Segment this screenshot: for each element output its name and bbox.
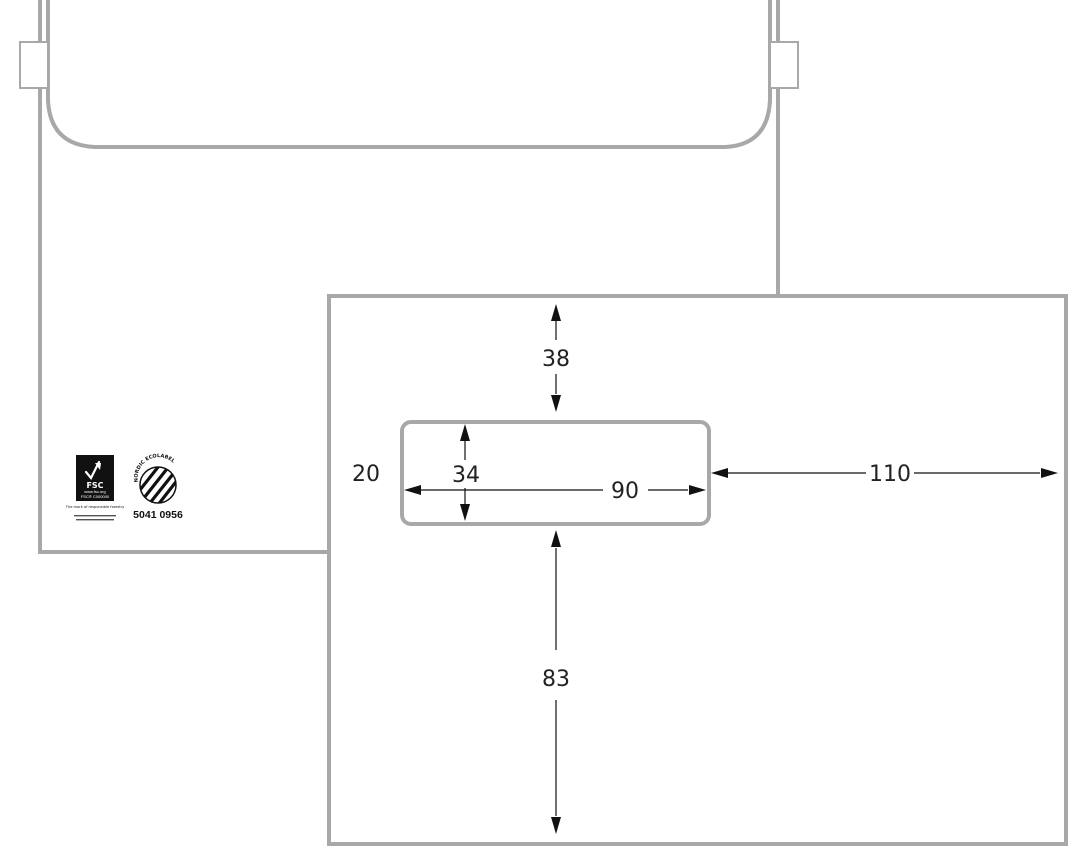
fsc-fine-print	[76, 519, 114, 521]
fsc-fine-print	[74, 515, 116, 517]
arrowhead	[711, 468, 728, 478]
left-glue-tab	[19, 41, 49, 89]
fsc-logo-box	[76, 455, 114, 501]
arrowhead	[404, 485, 421, 495]
right-glue-tab	[769, 41, 799, 89]
window-width-dimension: 90	[404, 479, 706, 504]
address-window	[400, 420, 711, 526]
front-envelope-outline	[327, 294, 1068, 846]
top-margin-label: 38	[542, 347, 570, 372]
fsc-tree-checkmark-icon	[84, 460, 101, 480]
fsc-logo-label: FSC	[86, 481, 103, 490]
arrowhead	[551, 817, 561, 834]
fsc-logo-url: www.fsc.org	[84, 489, 106, 494]
top-margin-dimension: 38	[542, 304, 570, 412]
window-height-label: 34	[452, 463, 480, 488]
arrowhead	[460, 424, 470, 441]
arrowhead	[551, 395, 561, 412]
left-margin-label: 20	[352, 462, 380, 487]
window-height-dimension: 34	[452, 424, 480, 521]
fsc-logo: FSC www.fsc.org FSC® C000000 The mark of…	[65, 455, 125, 521]
nordic-swan-icon	[139, 466, 177, 504]
arrowhead	[689, 485, 706, 495]
fsc-logo-code: FSC® C000000	[81, 494, 110, 499]
arrowhead	[551, 304, 561, 321]
arrowhead	[551, 530, 561, 547]
right-margin-label: 110	[869, 462, 911, 487]
bottom-margin-dimension: 83	[542, 530, 570, 834]
arrowhead	[1041, 468, 1058, 478]
nordic-ecolabel-license-number: 5041 0956	[133, 509, 183, 521]
envelope-flap	[46, 0, 772, 149]
fsc-logo-tagline: The mark of responsible forestry	[65, 505, 125, 509]
bottom-margin-label: 83	[542, 667, 570, 692]
arrowhead	[460, 504, 470, 521]
right-margin-dimension: 110	[711, 462, 1058, 487]
window-width-label: 90	[611, 479, 639, 504]
